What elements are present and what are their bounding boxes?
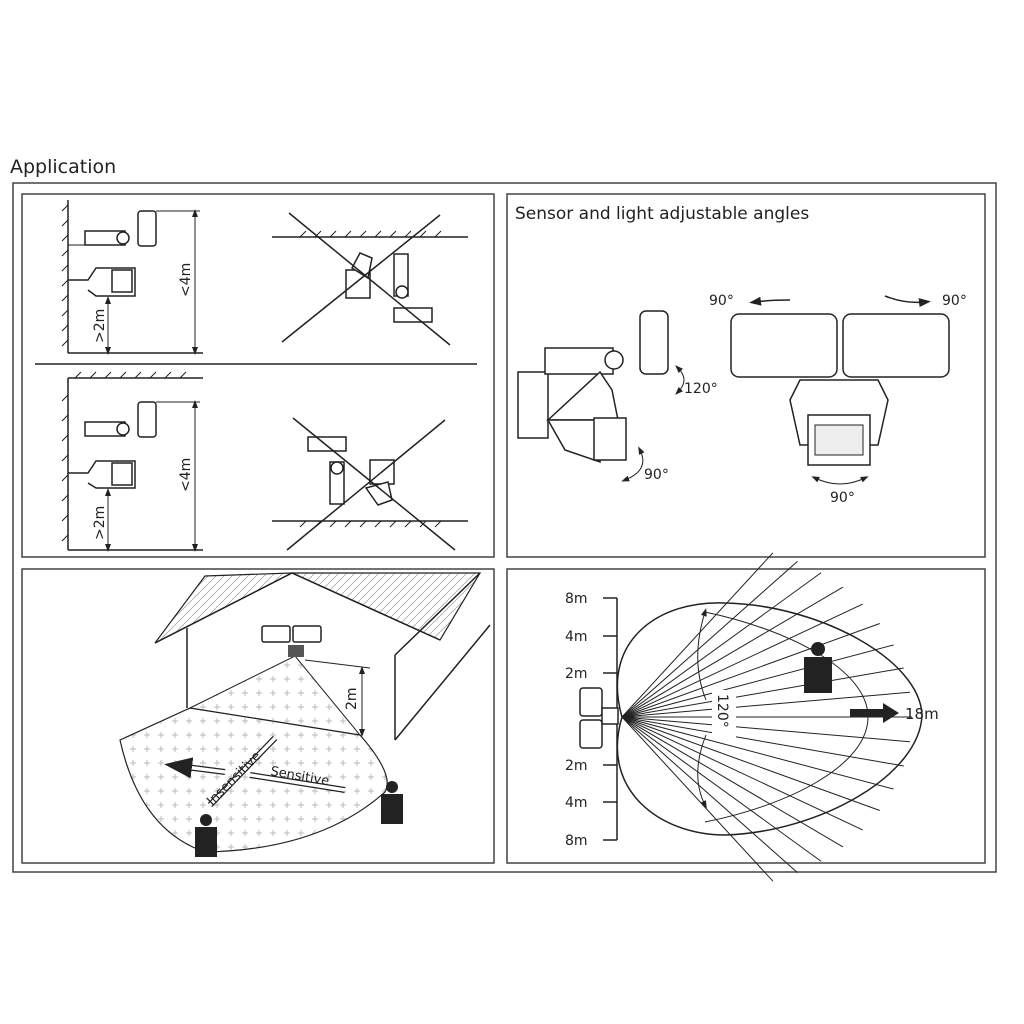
rotate-right-label: 90° — [942, 293, 967, 309]
detection-ray — [621, 716, 798, 874]
detection-ray — [621, 667, 904, 718]
scale-label: 4m — [565, 795, 588, 811]
detection-ray — [621, 716, 863, 831]
wall-mount-correct-2: <4m >2m — [61, 371, 203, 552]
panel-house-detection: 2m Insensitive Sensitive — [21, 568, 495, 864]
angles-heading: Sensor and light adjustable angles — [515, 204, 809, 224]
person-icon — [195, 814, 217, 857]
detection-ray — [621, 691, 910, 718]
detection-angle-label: 120° — [714, 694, 730, 728]
min-height-label-2: >2m — [92, 506, 108, 540]
detection-ray — [621, 586, 844, 718]
panel-adjustable-angles: Sensor and light adjustable angles 120° … — [506, 193, 986, 558]
detection-ray — [621, 603, 863, 718]
detection-ray — [621, 560, 798, 718]
detection-ray — [621, 552, 774, 718]
front-view-device: 90° 90° 90° — [709, 293, 967, 506]
floor-mount-wrong — [272, 417, 468, 551]
scale-label: 2m — [565, 758, 588, 774]
detection-ray — [621, 716, 894, 790]
sensor-rotate-label: 90° — [830, 490, 855, 506]
rotate-left-label: 90° — [709, 293, 734, 309]
min-height-label: >2m — [92, 309, 108, 343]
scale-label: 8m — [565, 591, 588, 607]
scale-label: 2m — [565, 666, 588, 682]
max-height-label-2: <4m — [178, 458, 194, 492]
detection-ray — [621, 716, 822, 862]
detection-ray — [621, 716, 844, 848]
panel-mounting: <4m >2m < — [21, 193, 495, 558]
max-height-label: <4m — [178, 263, 194, 297]
wall-mount-correct-1: <4m >2m — [61, 200, 203, 355]
head-tilt-label: 120° — [684, 381, 718, 397]
detection-ray — [621, 644, 894, 718]
person-icon — [804, 642, 832, 693]
scale-label: 8m — [565, 833, 588, 849]
detection-ray — [621, 716, 904, 767]
outer-frame — [12, 182, 997, 873]
detection-ray — [621, 572, 822, 718]
side-view-device: 120° 90° — [517, 310, 718, 483]
detection-ray — [621, 716, 880, 811]
scale-label: 4m — [565, 629, 588, 645]
ceiling-mount-wrong — [272, 212, 468, 346]
detection-ray — [621, 716, 774, 882]
sensor-tilt-label: 90° — [644, 467, 669, 483]
person-icon — [381, 781, 403, 824]
page-title: Application — [10, 156, 116, 178]
detection-ray — [621, 716, 910, 743]
panel-detection-range: 8m 4m 2m 2m 4m 8m 120° 18m — [506, 552, 986, 882]
arrow-right-icon — [883, 703, 899, 723]
detection-ray — [621, 623, 880, 718]
max-distance-label: 18m — [905, 705, 939, 723]
mount-height-label: 2m — [344, 687, 360, 710]
